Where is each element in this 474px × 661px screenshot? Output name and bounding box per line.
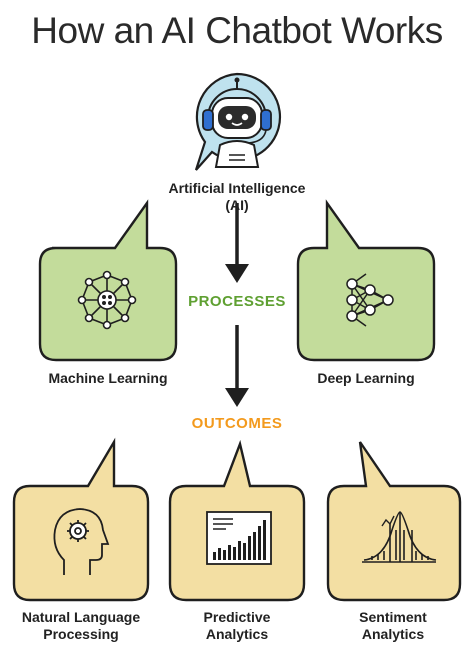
ai-source-label: Artificial Intelligence (AI): [168, 180, 306, 213]
outcome-bubble-nlp: [12, 437, 150, 602]
machine-learning-label: Machine Learning: [48, 370, 168, 386]
network-graph-icon: [346, 273, 394, 327]
predictive-label-line2: Analytics: [205, 626, 269, 642]
bar-chart-icon: [206, 511, 272, 565]
robot-with-headset-icon: [194, 72, 282, 171]
process-bubble-deep-learning: [296, 199, 436, 362]
nlp-label-line1: Natural Language: [21, 609, 141, 625]
outcome-bubble-predictive: [168, 439, 306, 602]
sentiment-label: Sentiment Analytics: [316, 609, 470, 643]
bell-curve-icon: [362, 511, 437, 563]
page-title: How an AI Chatbot Works: [31, 10, 443, 51]
sentiment-label-line1: Sentiment: [359, 609, 427, 625]
outcome-bubble-sentiment: [326, 441, 462, 602]
deep-learning-label: Deep Learning: [317, 370, 415, 386]
flow-arrow-bottom: [225, 325, 249, 407]
processes-stage-label: PROCESSES: [172, 293, 302, 310]
head-gear-icon: [53, 508, 110, 575]
process-bubble-machine-learning: [38, 199, 178, 362]
predictive-label-line1: Predictive: [203, 609, 271, 625]
predictive-label: Predictive Analytics: [160, 609, 314, 643]
outcomes-text: OUTCOMES: [191, 415, 283, 432]
neural-node-icon: [77, 270, 137, 330]
nlp-label: Natural Language Processing: [4, 609, 158, 643]
flow-arrow-top: [225, 203, 249, 283]
nlp-label-line2: Processing: [43, 626, 119, 642]
processes-text: PROCESSES: [188, 293, 286, 310]
outcomes-stage-label: OUTCOMES: [172, 415, 302, 432]
sentiment-label-line2: Analytics: [361, 626, 425, 642]
